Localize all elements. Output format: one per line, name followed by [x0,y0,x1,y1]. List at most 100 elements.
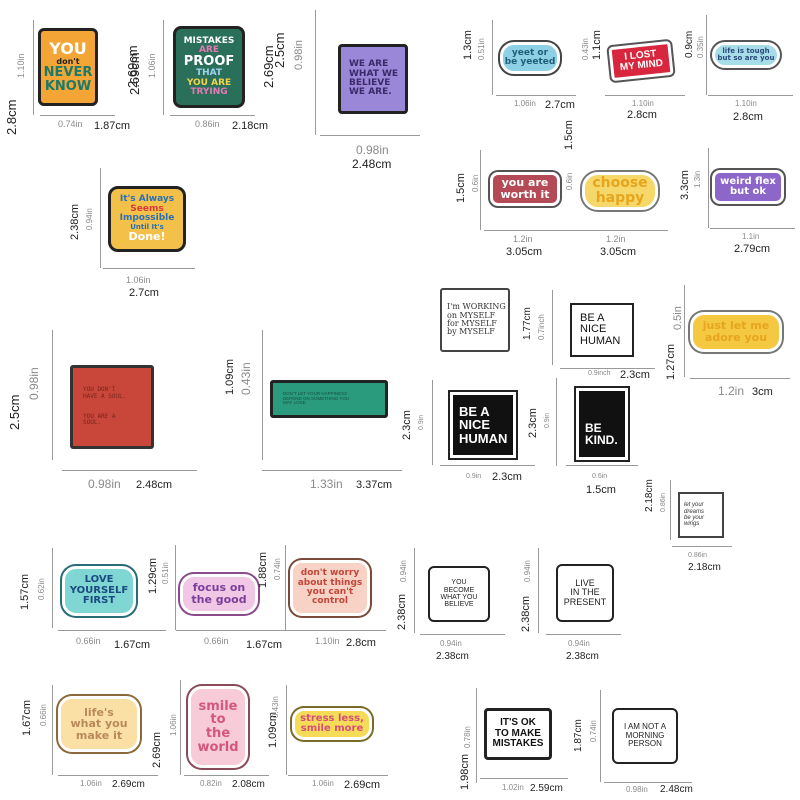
dim-line [33,20,34,115]
pin-worth-it: you are worth it [490,172,560,206]
width-cm-label: 2.08cm [232,779,265,790]
pin-line: choose [592,175,648,192]
pin-you-never-know: YOU don't NEVER KNOW [38,28,98,106]
pin-line: BE [585,420,602,435]
pin-line: focus on [192,581,246,595]
pin-line: DEPEND ON SOMETHING YOU [283,395,350,401]
height-cm-label: 1.1cm [591,30,603,60]
height-in-label: 0.66in [39,704,48,726]
pin-not-morning: I AM NOT A MORNING PERSON [612,708,678,764]
pin-be-kind: BE KIND. [576,388,628,460]
dim-line [605,95,685,96]
width-in-label: 0.66in [76,636,101,646]
width-cm-label: 2.7cm [545,99,575,111]
dim-line [684,285,685,377]
pin-line: smile [198,698,238,714]
height-cm-label: 1.57cm [19,573,31,610]
width-cm-label: 3.37cm [356,479,393,491]
dim-line [103,268,195,269]
pin-red-square: YOU DON'T HAVE A SOUL. YOU ARE A SOUL. [70,365,154,449]
height-in-label: 0.5in [672,306,684,330]
width-cm-label: 2.48cm [352,157,392,171]
height-cm-label: 1.77cm [522,307,533,340]
dim-line [546,634,621,635]
width-in-label: 0.86in [688,552,708,559]
dim-line [492,20,493,95]
pin-line: HUMAN [459,430,508,446]
dim-line [496,95,576,96]
pin-choose-happy: choose happy [582,172,658,210]
pin-line: the good [191,593,247,606]
pin-line: ARE [198,45,220,56]
height-in-label: 0.6in [565,172,574,190]
dim-line [670,480,671,540]
height-in-label: 0.6in [471,174,480,192]
width-cm-label: 2.7cm [129,287,159,299]
height-in-label: 0.74in [273,558,282,580]
height-cm-label: 1.87cm [573,719,584,752]
pin-line: THAT [195,68,223,79]
height-in-label: 0.98in [293,40,305,70]
width-in-label: 0.66in [204,636,229,646]
dim-line [604,782,692,783]
pin-love-yourself: LOVE YOURSELF FIRST [62,566,136,616]
dim-line [176,630,286,631]
pin-line: KIND. [585,433,618,448]
pin-line: I AM NOT A [623,722,667,732]
pin-line: stress less, [300,712,364,724]
width-cm-label: 1.67cm [114,639,151,651]
pin-line: BELIEVE [444,601,474,609]
height-cm-label: 2.18cm [644,479,655,512]
pin-line: LOVE [84,574,114,586]
height-cm-label: 2.38cm [69,203,81,240]
height-in-label: 0.86in [660,492,667,512]
height-in-label: 0.51in [477,38,486,60]
dim-line [420,634,505,635]
width-cm-label: 2.38cm [566,651,599,662]
width-in-label: 0.98in [88,477,121,491]
height-in-label: 0.35in [696,36,705,58]
pin-line: YOU [49,38,87,58]
width-cm-label: 2.79cm [734,243,771,255]
pin-focus-good: focus on the good [180,574,258,614]
pin-line: YOU [451,579,467,587]
pin-line: what you [70,717,128,731]
dim-line [180,680,181,775]
width-cm-label: 2.38cm [436,651,469,662]
height-cm-label: 2.38cm [520,595,532,632]
pin-line: MISTAKES [492,738,544,750]
pin-line: HUMAN [580,334,621,347]
height-in-label: 0.9in [544,412,551,428]
pin-small-text: don't [56,56,80,66]
width-in-label: 1.10in [315,636,340,646]
width-in-label: 0.6in [592,473,608,480]
pin-line: the [205,726,231,741]
height-cm-label: 1.27cm [665,343,677,380]
pin-line: yeet or [511,47,549,58]
pin-nice-human-small: BE A NICE HUMAN [570,303,634,357]
pin-smile-world: smile to the world [188,686,248,768]
height-in-label: 0.43in [581,38,590,60]
height-in-label: 0.94in [399,560,408,582]
dim-line [163,20,164,115]
dim-line [52,548,53,628]
height-in-label: 0.94in [523,560,532,582]
width-in-label: 0.86in [195,119,220,129]
dim-line [175,545,176,630]
pin-line: BE A [580,311,605,324]
pin-line: worth it [500,188,550,201]
height-in-label: 0.43in [239,362,253,395]
height-in-label: 0.98in [27,367,41,400]
width-cm-label: 3.05cm [506,246,543,258]
pin-line: YOURSELF [69,584,129,596]
pin-nice-human-black: BE A NICE HUMAN [450,392,516,458]
dim-line [288,775,388,776]
pin-line: Impossible [119,213,175,224]
pin-line: to [210,712,226,728]
dim-line [286,630,386,631]
height-in-label: 0.74in [589,720,598,742]
dim-line [708,95,793,96]
pin-line: It's Always [119,194,175,205]
dim-line [184,775,269,776]
pin-weird-flex: weird flex but ok [712,170,784,204]
